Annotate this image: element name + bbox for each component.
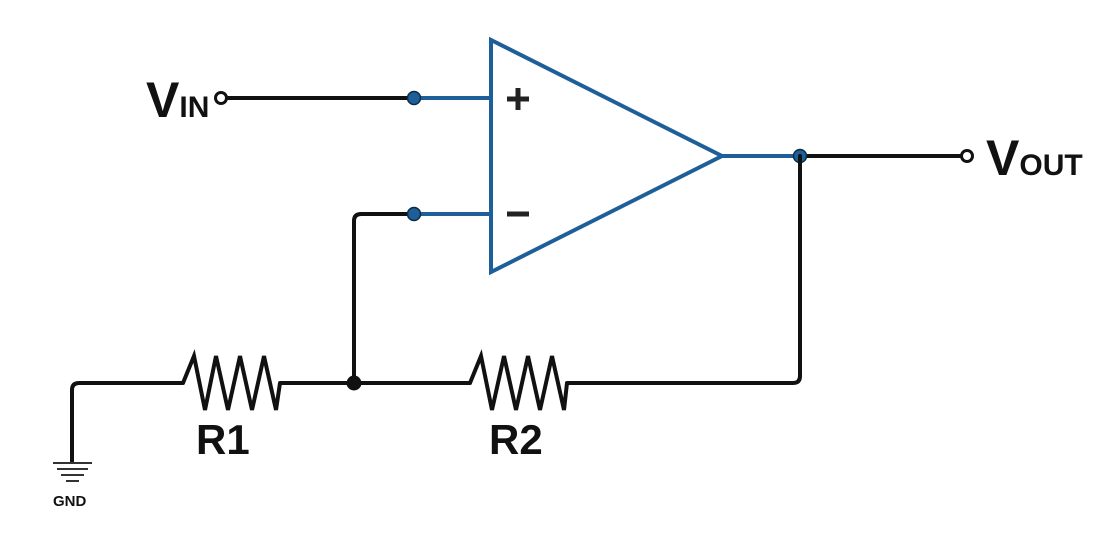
r2-resistor <box>468 349 569 411</box>
output-feedback-wire <box>565 154 802 385</box>
vin-label-sub: IN <box>179 91 209 124</box>
vin-label-main: V <box>146 72 180 128</box>
minus-feedback-wire <box>352 212 416 385</box>
vin-label: VIN <box>146 72 209 128</box>
opamp-triangle <box>489 36 727 276</box>
vout-label-main: V <box>986 130 1020 186</box>
minus-input-pin-dot <box>406 206 422 222</box>
ground-wire <box>70 381 185 464</box>
vout-label-sub: OUT <box>1019 149 1082 182</box>
r1-label: R1 <box>196 416 250 463</box>
r1-resistor <box>181 349 282 411</box>
plus-input-pin-dot <box>406 90 422 106</box>
vout-label: VOUT <box>986 130 1083 186</box>
ground-label: GND <box>53 493 87 510</box>
vin-terminal <box>214 91 228 105</box>
plus-input-symbol <box>507 88 529 110</box>
r2-label: R2 <box>489 416 543 463</box>
vout-terminal <box>960 149 974 163</box>
ground-symbol-icon <box>53 462 92 482</box>
